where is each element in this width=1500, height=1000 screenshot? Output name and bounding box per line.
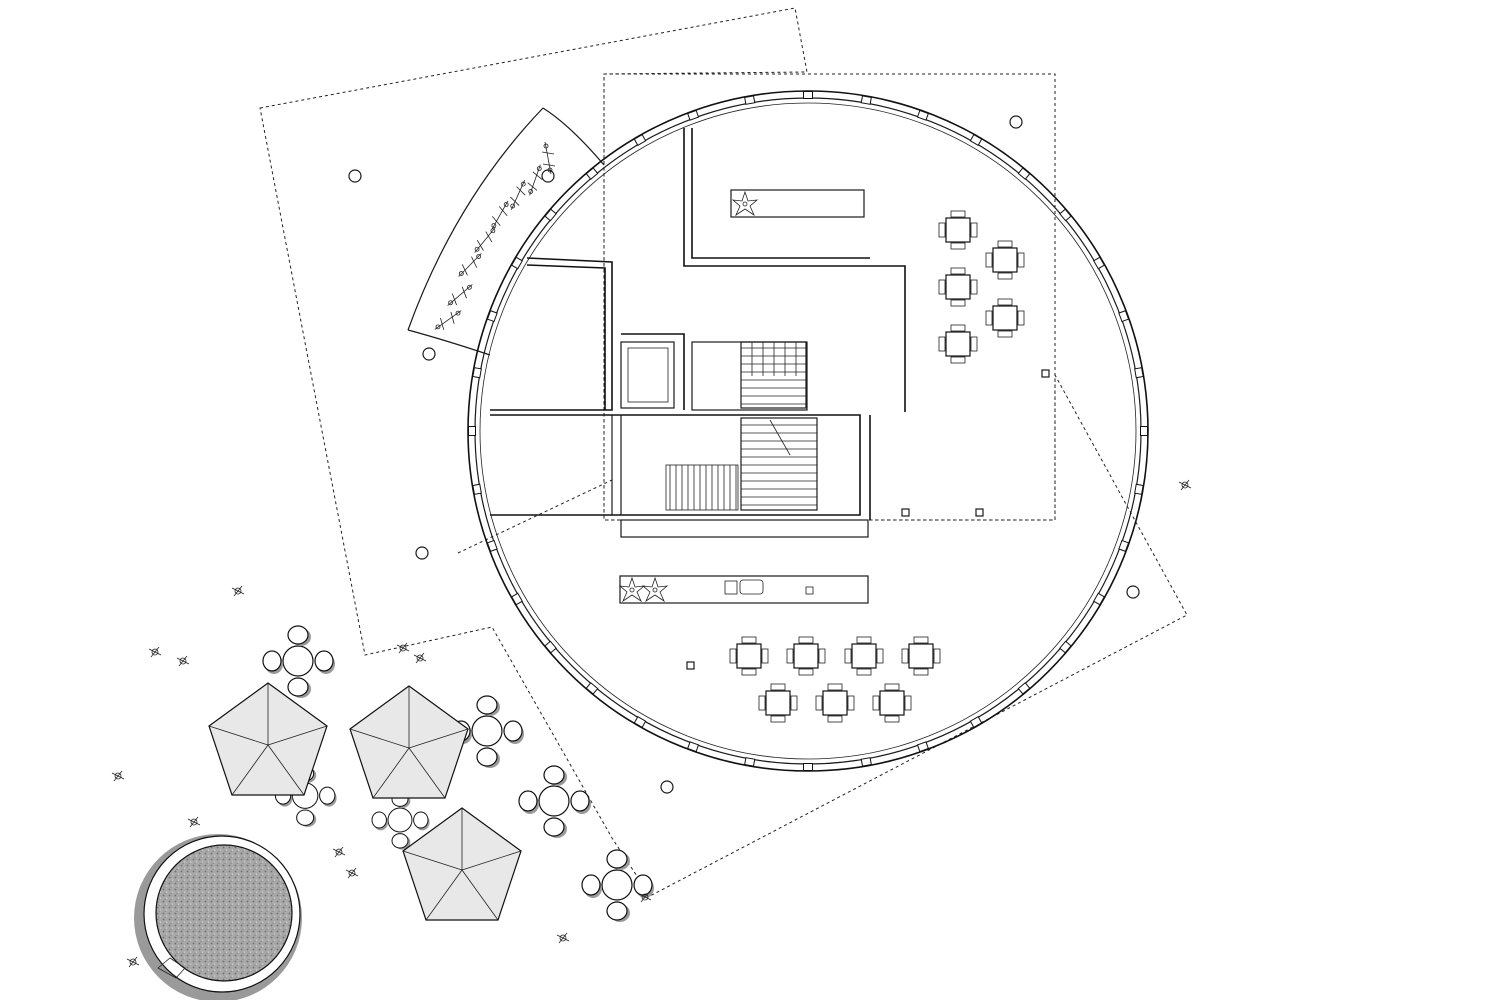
column <box>860 757 872 767</box>
posts <box>686 369 1050 670</box>
column <box>969 134 983 146</box>
column <box>1118 310 1130 323</box>
column <box>511 256 523 270</box>
column <box>916 741 929 753</box>
site-bollards <box>348 115 1140 794</box>
column <box>1118 539 1130 552</box>
site-boundary-lower <box>457 479 613 554</box>
counter-bar-south <box>619 575 869 604</box>
column <box>468 426 476 436</box>
column <box>969 716 983 728</box>
column <box>544 208 557 222</box>
column <box>544 640 557 654</box>
column <box>860 95 872 105</box>
column <box>486 539 498 552</box>
column <box>803 91 813 99</box>
round-planter <box>134 834 302 1000</box>
column <box>585 682 599 695</box>
column <box>687 741 700 753</box>
column <box>472 367 482 379</box>
column <box>1093 256 1105 270</box>
column <box>1134 367 1144 379</box>
column <box>511 592 523 606</box>
column <box>1059 208 1072 222</box>
column <box>916 109 929 121</box>
dining-tables-north <box>938 210 1025 364</box>
column <box>687 109 700 121</box>
column <box>1017 682 1031 695</box>
staircase <box>665 341 818 511</box>
bicycle-parking <box>407 107 605 356</box>
column <box>744 95 756 105</box>
column <box>486 310 498 323</box>
column <box>1140 426 1148 436</box>
column <box>633 716 647 728</box>
column <box>803 763 813 771</box>
dining-tables-south <box>729 636 941 723</box>
column <box>744 757 756 767</box>
planter-bar-north <box>730 189 865 218</box>
rotunda-columns <box>468 91 1148 771</box>
column <box>472 483 482 495</box>
interior-walls <box>490 128 906 538</box>
column <box>585 167 599 180</box>
column <box>1059 640 1072 654</box>
building-dashed-outline <box>603 73 1056 521</box>
column <box>633 134 647 146</box>
column <box>1134 483 1144 495</box>
column <box>1017 167 1031 180</box>
column <box>1093 592 1105 606</box>
